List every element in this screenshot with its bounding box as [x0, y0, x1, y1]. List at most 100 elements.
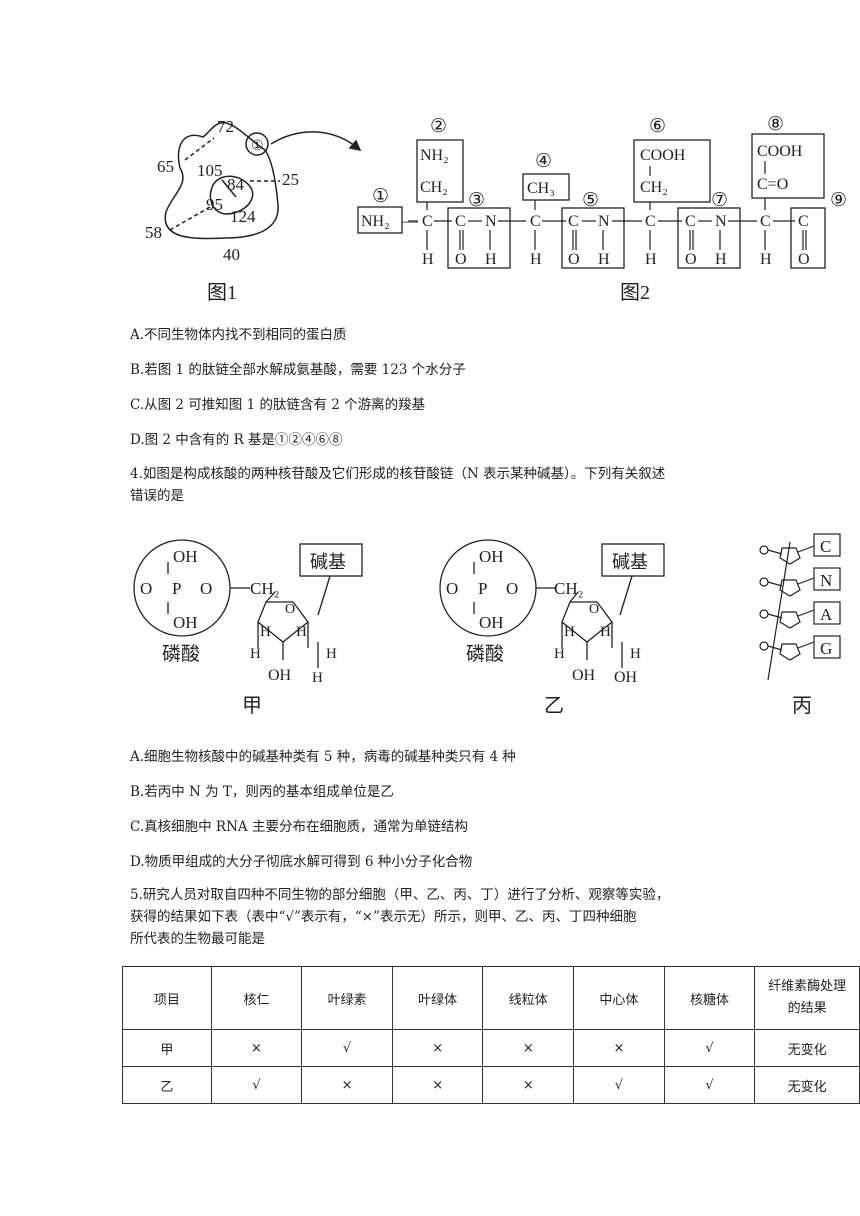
- atom-oh: OH: [173, 613, 198, 632]
- alpha-c: C: [760, 213, 771, 230]
- table-header-cell: 核糖体: [663, 966, 756, 1030]
- fig2-bonds: [408, 161, 807, 250]
- nucleotide-yi-labels: OH O P O OH CH₂ O 碱基 H H H H OH OH 磷酸 乙: [446, 547, 648, 717]
- alpha-c: C: [530, 213, 541, 230]
- fig2-r2-ch2: CH₂: [420, 179, 448, 196]
- fig2-boxes: [357, 133, 826, 269]
- atom-p: P: [172, 579, 181, 598]
- fig2-label-3: ③: [468, 190, 485, 211]
- phosphate-label: 磷酸: [466, 643, 504, 665]
- atom-oh: OH: [268, 667, 292, 684]
- fig2-label-1: ①: [372, 186, 389, 207]
- fig1-peptide-chain: [164, 122, 362, 240]
- fig1-num-124: 124: [230, 207, 256, 226]
- fig2-r2-nh2: NH₂: [420, 147, 449, 164]
- table-header-cell: 线粒体: [482, 966, 575, 1030]
- chain-bases: C N A G 丙: [792, 537, 833, 717]
- atom-c: C: [685, 213, 696, 230]
- table-cell: √: [663, 1029, 756, 1067]
- atom-h: H: [630, 646, 641, 662]
- atom-h: H: [715, 251, 727, 268]
- table-cell: 甲: [122, 1029, 212, 1067]
- fig1-num-40: 40: [223, 245, 240, 264]
- atom-h: H: [598, 251, 610, 268]
- atom-p: P: [478, 579, 487, 598]
- atom-o: O: [140, 579, 152, 598]
- fig2-label-7: ⑦: [711, 190, 728, 211]
- table-cell: 无变化: [754, 1066, 860, 1104]
- atom-h: H: [645, 251, 657, 268]
- atom-o: O: [685, 251, 697, 268]
- chain-base-1: C: [820, 537, 831, 556]
- fig2-label-6: ⑥: [649, 116, 666, 137]
- q4-stem: 4.如图是构成核酸的两种核苷酸及它们形成的核苷酸链（N 表示某种碱基）。下列有关…: [130, 463, 770, 507]
- atom-oh: OH: [572, 667, 596, 684]
- q4-option-c: C.真核细胞中 RNA 主要分布在细胞质，通常为单链结构: [130, 819, 468, 835]
- table-cell: ×: [482, 1066, 575, 1104]
- chain-base-4: G: [820, 639, 832, 658]
- table-cell: √: [210, 1066, 303, 1104]
- q4-stem-line2: 错误的是: [130, 488, 184, 504]
- nucleotide-figure: OH O P O OH CH₂ O 碱基 H H H H OH H 磷酸 甲 O…: [133, 533, 841, 717]
- chain-base-2: N: [820, 571, 832, 590]
- atom-ch2: CH₂: [250, 579, 280, 598]
- table-header-cell: 核仁: [210, 966, 303, 1030]
- atom-h: H: [326, 646, 337, 662]
- q4-stem-line1: 4.如图是构成核酸的两种核苷酸及它们形成的核苷酸链（N 表示某种碱基）。下列有关…: [130, 466, 666, 482]
- q4-option-b: B.若丙中 N 为 T，则丙的基本组成单位是乙: [130, 784, 394, 800]
- atom-h: H: [760, 251, 772, 268]
- atom-n: N: [485, 213, 497, 230]
- atom-n: N: [715, 213, 727, 230]
- fig2-label-4: ④: [535, 151, 552, 172]
- fig2-atoms: NH₂ — NH₂ CH₂ C H C O N H CH₃ C H C O N …: [361, 143, 810, 268]
- base-box-label: 碱基: [310, 552, 346, 572]
- q3-option-b: B.若图 1 的肽链全部水解成氨基酸，需要 123 个水分子: [130, 362, 466, 378]
- label-yi: 乙: [544, 695, 564, 717]
- alpha-c: C: [645, 213, 656, 230]
- atom-h: H: [296, 624, 307, 640]
- nucleotide-jia: [133, 539, 363, 668]
- table-header-row: 项目 核仁 叶绿素 叶绿体 线粒体 中心体 核糖体 纤维素酶处理的结果: [122, 966, 860, 1030]
- atom-h: H: [312, 670, 323, 686]
- fig2-r8-cooh: COOH: [757, 143, 803, 160]
- q5-stem: 5.研究人员对取自四种不同生物的部分细胞（甲、乙、丙、丁）进行了分析、观察等实验…: [130, 884, 770, 950]
- atom-n: N: [598, 213, 610, 230]
- atom-c: C: [798, 213, 809, 230]
- q5-stem-line3: 所代表的生物最可能是: [130, 931, 265, 947]
- q3-option-d: D.图 2 中含有的 R 基是①②④⑥⑧: [130, 432, 343, 448]
- fig1-num-65: 65: [157, 157, 174, 176]
- label-bing: 丙: [792, 695, 812, 717]
- fig2-label-5: ⑤: [582, 190, 599, 211]
- table-cell: √: [301, 1029, 393, 1067]
- atom-o: O: [568, 251, 580, 268]
- atom-h: H: [554, 646, 565, 662]
- fig2-r8-ceqo: C=O: [757, 176, 788, 193]
- atom-oh: OH: [614, 669, 638, 686]
- atom-o: O: [506, 579, 518, 598]
- atom-h: H: [260, 624, 271, 640]
- atom-h: H: [422, 251, 434, 268]
- fig2-r6-ch2: CH₂: [640, 179, 668, 196]
- fig2-nh2-terminal: NH₂: [361, 213, 390, 230]
- q4-option-d: D.物质甲组成的大分子彻底水解可得到 6 种小分子化合物: [130, 854, 473, 870]
- atom-h: H: [530, 251, 542, 268]
- q5-stem-line1: 5.研究人员对取自四种不同生物的部分细胞（甲、乙、丙、丁）进行了分析、观察等实验…: [130, 887, 670, 903]
- fig2-r4-ch3: CH₃: [527, 180, 555, 197]
- phosphate-label: 磷酸: [162, 643, 200, 665]
- nucleotide-jia-labels: OH O P O OH CH₂ O 碱基 H H H H OH H 磷酸 甲: [140, 547, 346, 717]
- q3-option-c: C.从图 2 可推知图 1 的肽链含有 2 个游离的羧基: [130, 397, 426, 413]
- table-cell: ×: [391, 1029, 484, 1067]
- table-header-cell: 叶绿素: [301, 966, 393, 1030]
- ring-o: O: [589, 602, 599, 617]
- table-cell: ×: [301, 1066, 393, 1104]
- label-jia: 甲: [242, 695, 262, 717]
- atom-h: H: [600, 624, 611, 640]
- fig2-r6-cooh: COOH: [640, 147, 686, 164]
- atom-oh: OH: [479, 547, 504, 566]
- base-box-label: 碱基: [612, 552, 648, 572]
- alpha-c: C: [422, 213, 433, 230]
- table-cell: √: [663, 1066, 756, 1104]
- table-cell: ×: [482, 1029, 575, 1067]
- table-cell: ×: [391, 1066, 484, 1104]
- table-cell: ×: [573, 1029, 665, 1067]
